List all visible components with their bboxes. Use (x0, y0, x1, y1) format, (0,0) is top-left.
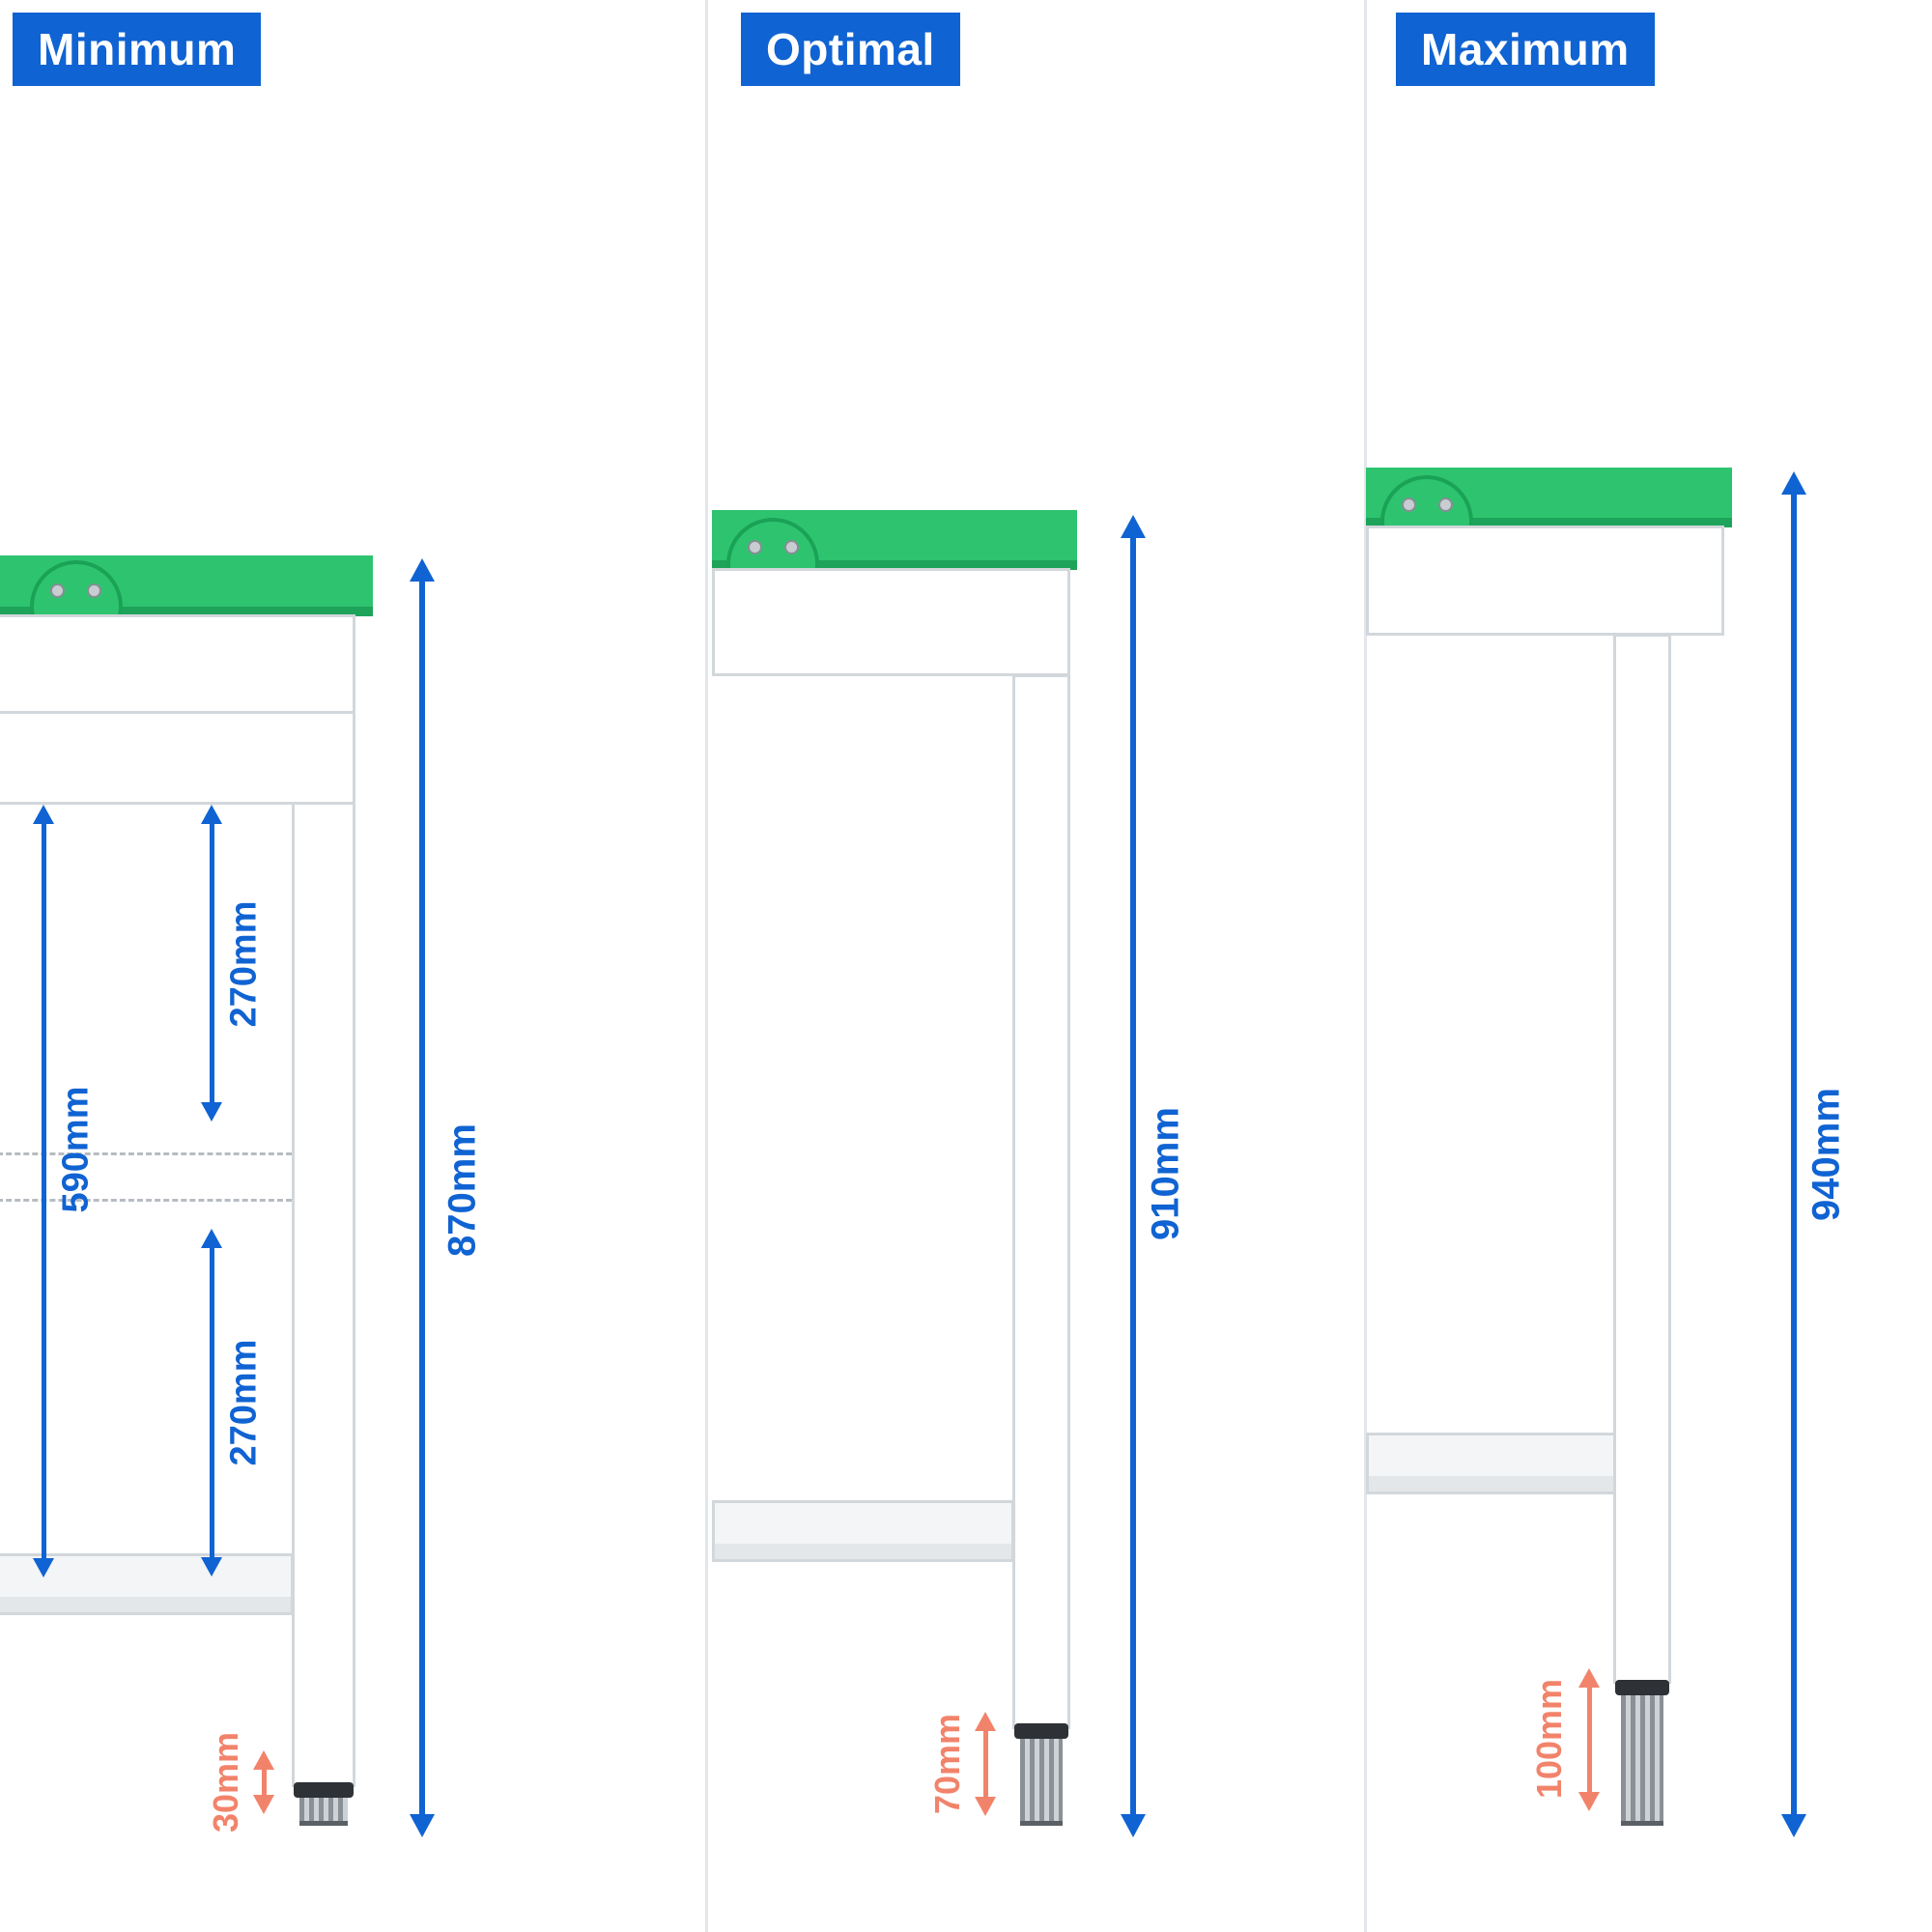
screw-icon (784, 540, 799, 554)
arrowhead-down-icon (410, 1814, 435, 1837)
arrow-line (1130, 538, 1136, 1814)
arrow-line (1791, 495, 1797, 1814)
arrowhead-up-icon (253, 1750, 274, 1770)
maximum-foot-cylinder (1621, 1695, 1663, 1826)
panel-label-maximum: Maximum (1421, 24, 1630, 74)
arrow-line (261, 1770, 267, 1795)
minimum-foot-cap (294, 1782, 354, 1798)
minimum-opening-label: 590mm (55, 1086, 97, 1213)
maximum-foot-arrow (1575, 1668, 1604, 1811)
maximum-apron (1366, 526, 1724, 636)
arrowhead-down-icon (1121, 1814, 1146, 1837)
minimum-upper-gap-arrow (197, 805, 226, 1122)
arrowhead-up-icon (1578, 1668, 1600, 1688)
arrowhead-down-icon (201, 1557, 222, 1577)
arrow-line (419, 582, 425, 1814)
optimal-foot-label: 70mm (927, 1713, 967, 1815)
maximum-undershelf (1366, 1433, 1616, 1494)
panel-header-optimal: Optimal (741, 13, 960, 86)
arrow-line (41, 824, 46, 1558)
maximum-leg (1613, 634, 1671, 1684)
optimal-foot-arrow (971, 1712, 1000, 1816)
arrowhead-down-icon (201, 1102, 222, 1122)
arrowhead-up-icon (410, 558, 435, 582)
minimum-dashed-line-lower (0, 1199, 292, 1202)
arrowhead-up-icon (201, 805, 222, 824)
minimum-foot-cylinder (299, 1798, 348, 1826)
maximum-foot-cap (1615, 1680, 1669, 1695)
panel-label-optimal: Optimal (766, 24, 935, 74)
arrowhead-up-icon (1781, 471, 1806, 495)
arrowhead-up-icon (975, 1712, 996, 1731)
minimum-apron (0, 614, 355, 805)
minimum-leg (292, 802, 355, 1787)
optimal-foot-cylinder (1020, 1739, 1063, 1826)
arrowhead-down-icon (975, 1797, 996, 1816)
minimum-dashed-line-upper (0, 1152, 292, 1155)
optimal-leg (1012, 674, 1070, 1729)
panel-header-maximum: Maximum (1396, 13, 1655, 86)
screw-icon (87, 583, 101, 598)
minimum-foot-arrow (249, 1750, 278, 1814)
minimum-apron-seam (0, 711, 355, 714)
arrowhead-down-icon (33, 1558, 54, 1577)
minimum-foot-label: 30mm (206, 1731, 245, 1833)
arrowhead-down-icon (253, 1795, 274, 1814)
optimal-undershelf (712, 1500, 1014, 1562)
optimal-total-height-arrow (1119, 515, 1148, 1837)
optimal-apron (712, 568, 1070, 676)
panel-label-minimum: Minimum (38, 24, 237, 74)
optimal-total-height-label: 910mm (1144, 1107, 1187, 1240)
arrowhead-up-icon (1121, 515, 1146, 538)
screw-icon (748, 540, 762, 554)
arrowhead-down-icon (1578, 1792, 1600, 1811)
optimal-foot-cap (1014, 1723, 1068, 1739)
screw-icon (1438, 497, 1453, 512)
screw-icon (50, 583, 65, 598)
arrow-line (209, 824, 214, 1102)
maximum-foot-label: 100mm (1529, 1678, 1569, 1800)
arrow-line (1586, 1688, 1592, 1792)
minimum-opening-arrow (29, 805, 58, 1577)
panel-divider (1364, 0, 1367, 1932)
minimum-lower-gap-arrow (197, 1229, 226, 1577)
minimum-upper-gap-label: 270mm (223, 900, 265, 1028)
arrow-line (209, 1248, 214, 1557)
arrowhead-up-icon (33, 805, 54, 824)
screw-icon (1402, 497, 1416, 512)
maximum-total-height-arrow (1779, 471, 1808, 1837)
minimum-lower-gap-label: 270mm (223, 1339, 265, 1466)
arrowhead-up-icon (201, 1229, 222, 1248)
panel-divider (705, 0, 708, 1932)
minimum-total-height-arrow (408, 558, 437, 1837)
maximum-total-height-label: 940mm (1804, 1088, 1848, 1221)
minimum-total-height-label: 870mm (440, 1123, 484, 1257)
panel-header-minimum: Minimum (13, 13, 262, 86)
arrowhead-down-icon (1781, 1814, 1806, 1837)
arrow-line (982, 1731, 988, 1797)
